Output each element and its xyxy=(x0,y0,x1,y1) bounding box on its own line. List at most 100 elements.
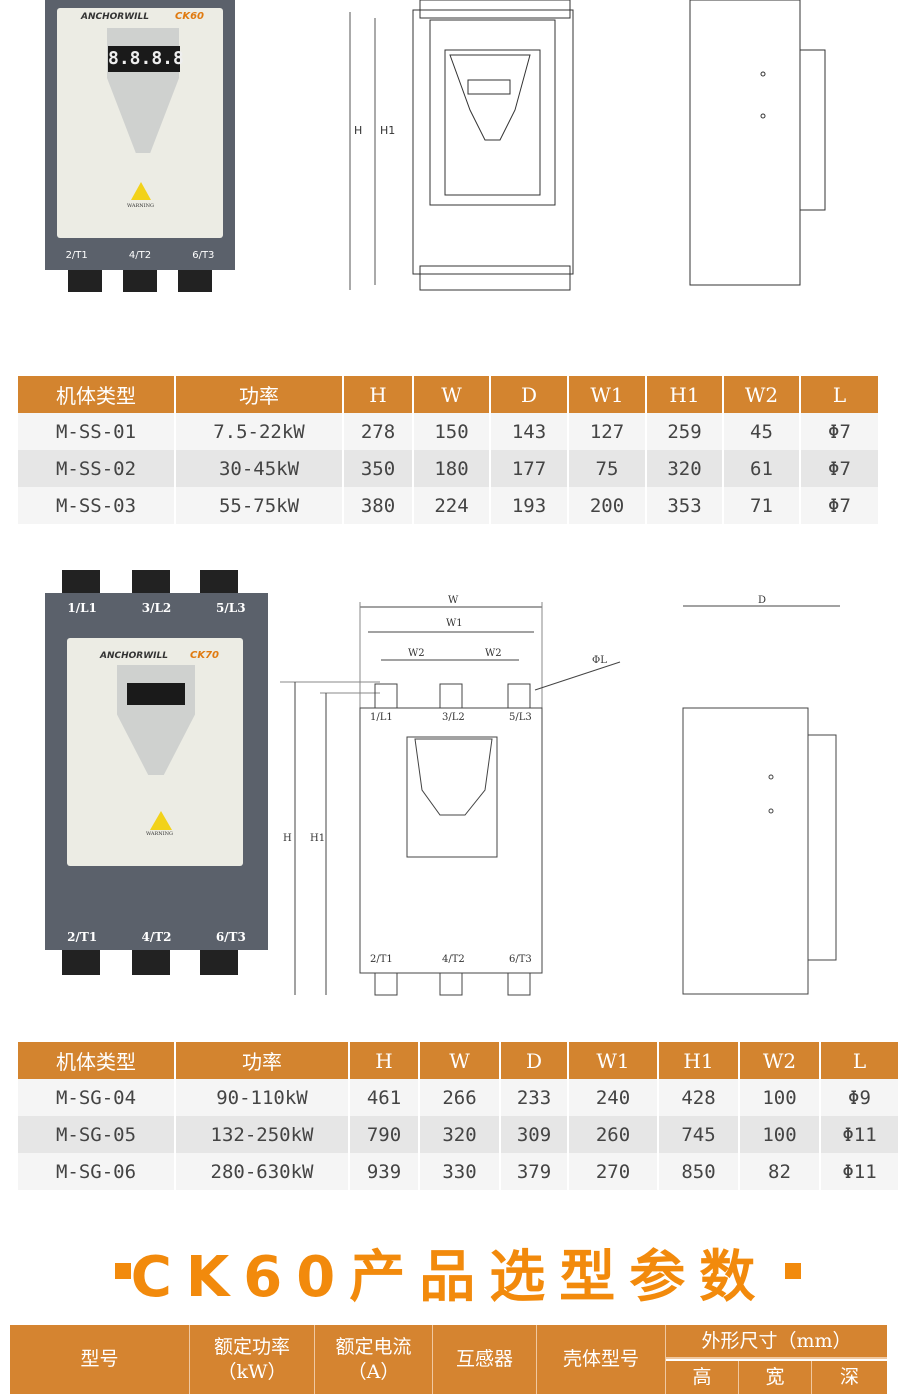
cell: 100 xyxy=(740,1116,819,1153)
cell: 7.5-22kW xyxy=(176,413,342,450)
dim-h1: H1 xyxy=(310,833,326,844)
cell: Φ7 xyxy=(801,450,878,487)
cell: 309 xyxy=(501,1116,567,1153)
cell: 745 xyxy=(659,1116,738,1153)
cell: 180 xyxy=(414,450,489,487)
cell: M-SS-02 xyxy=(18,450,174,487)
cell: Φ7 xyxy=(801,487,878,524)
cell: 150 xyxy=(414,413,489,450)
terminal-label: 4/T2 xyxy=(442,954,465,965)
front-drawing-top xyxy=(349,0,574,291)
product-photo-top: ANCHORWILL CK60 8.8.8.8 WARNING 2/T1 4/T… xyxy=(45,0,235,270)
cell: M-SG-05 xyxy=(18,1116,174,1153)
cell: 71 xyxy=(724,487,799,524)
cell: 280-630kW xyxy=(176,1153,348,1190)
cell: Φ11 xyxy=(821,1116,898,1153)
product-photo-mid: 1/L1 3/L2 5/L3 ANCHORWILL CK70 WARNING 2… xyxy=(45,593,268,950)
cell: Φ11 xyxy=(821,1153,898,1190)
col-header: 功率 xyxy=(176,376,342,413)
dim-h1: H1 xyxy=(380,124,396,137)
col-header: 机体类型 xyxy=(18,376,174,413)
cell: 278 xyxy=(344,413,412,450)
title-bullet-right xyxy=(785,1263,801,1279)
col-header: 机体类型 xyxy=(18,1042,174,1079)
cell: 100 xyxy=(740,1079,819,1116)
col-header: D xyxy=(491,376,567,413)
dim-w1: W1 xyxy=(446,618,463,629)
terminal-label: 2/T1 xyxy=(65,250,88,261)
terminal-label: 3/L2 xyxy=(442,712,465,723)
col-header: 壳体型号 xyxy=(537,1325,666,1394)
terminal-label: 6/T3 xyxy=(215,930,246,944)
cell: 379 xyxy=(501,1153,567,1190)
cell: 127 xyxy=(569,413,645,450)
cell: 82 xyxy=(740,1153,819,1190)
cell: Φ9 xyxy=(821,1079,898,1116)
cell: 240 xyxy=(569,1079,657,1116)
col-header: 额定电流 （A） xyxy=(315,1325,433,1394)
cell: 939 xyxy=(350,1153,418,1190)
dim-w2: W2 xyxy=(408,648,425,659)
col-header: W xyxy=(414,376,489,413)
terminal-label: 3/L2 xyxy=(141,601,172,615)
col-header: W1 xyxy=(569,1042,657,1079)
brand-logo: ANCHORWILL xyxy=(81,12,149,22)
terminal-label: 6/T3 xyxy=(192,250,215,261)
brand-logo: ANCHORWILL xyxy=(100,651,168,661)
cell: M-SG-06 xyxy=(18,1153,174,1190)
cell: 850 xyxy=(659,1153,738,1190)
col-header: H xyxy=(350,1042,418,1079)
terminal-label: 6/T3 xyxy=(509,954,532,965)
section-title: CK60产品选型参数 xyxy=(130,1245,770,1310)
cell: 177 xyxy=(491,450,567,487)
cell: 55-75kW xyxy=(176,487,342,524)
cell: 270 xyxy=(569,1153,657,1190)
col-header: L xyxy=(801,376,878,413)
dim-w: W xyxy=(448,595,459,606)
warning-icon xyxy=(131,182,151,200)
cell: 259 xyxy=(647,413,722,450)
col-header: H1 xyxy=(659,1042,738,1079)
cell: 353 xyxy=(647,487,722,524)
warning-icon xyxy=(150,811,172,830)
col-header: 额定功率 （kW） xyxy=(190,1325,315,1394)
col-header: W2 xyxy=(740,1042,819,1079)
cell: 224 xyxy=(414,487,489,524)
col-header: D xyxy=(501,1042,567,1079)
led-display: 8.8.8.8 xyxy=(108,46,184,72)
cell: 193 xyxy=(491,487,567,524)
terminal-label: 5/L3 xyxy=(216,601,246,615)
cell: M-SG-04 xyxy=(18,1079,174,1116)
selection-table-header: 型号 额定功率 （kW） 额定电流 （A） 互感器 壳体型号 外形尺寸（mm） … xyxy=(10,1325,887,1394)
cell: 461 xyxy=(350,1079,418,1116)
cell: 233 xyxy=(501,1079,567,1116)
model-logo: CK60 xyxy=(175,11,205,22)
cell: 266 xyxy=(420,1079,499,1116)
model-logo: CK70 xyxy=(190,650,220,661)
cell: 330 xyxy=(420,1153,499,1190)
cell: 260 xyxy=(569,1116,657,1153)
cell: Φ7 xyxy=(801,413,878,450)
cell: 132-250kW xyxy=(176,1116,348,1153)
col-header: 互感器 xyxy=(433,1325,537,1394)
cell: 200 xyxy=(569,487,645,524)
cell: 350 xyxy=(344,450,412,487)
side-drawing-top xyxy=(689,0,826,286)
col-header: L xyxy=(821,1042,898,1079)
warning-label: WARNING xyxy=(146,831,173,837)
cell: 428 xyxy=(659,1079,738,1116)
cell: 143 xyxy=(491,413,567,450)
cell: 30-45kW xyxy=(176,450,342,487)
cell: 45 xyxy=(724,413,799,450)
col-header: 型号 xyxy=(10,1325,190,1394)
cell: 75 xyxy=(569,450,645,487)
col-header: H1 xyxy=(647,376,722,413)
dim-h: H xyxy=(283,833,292,844)
